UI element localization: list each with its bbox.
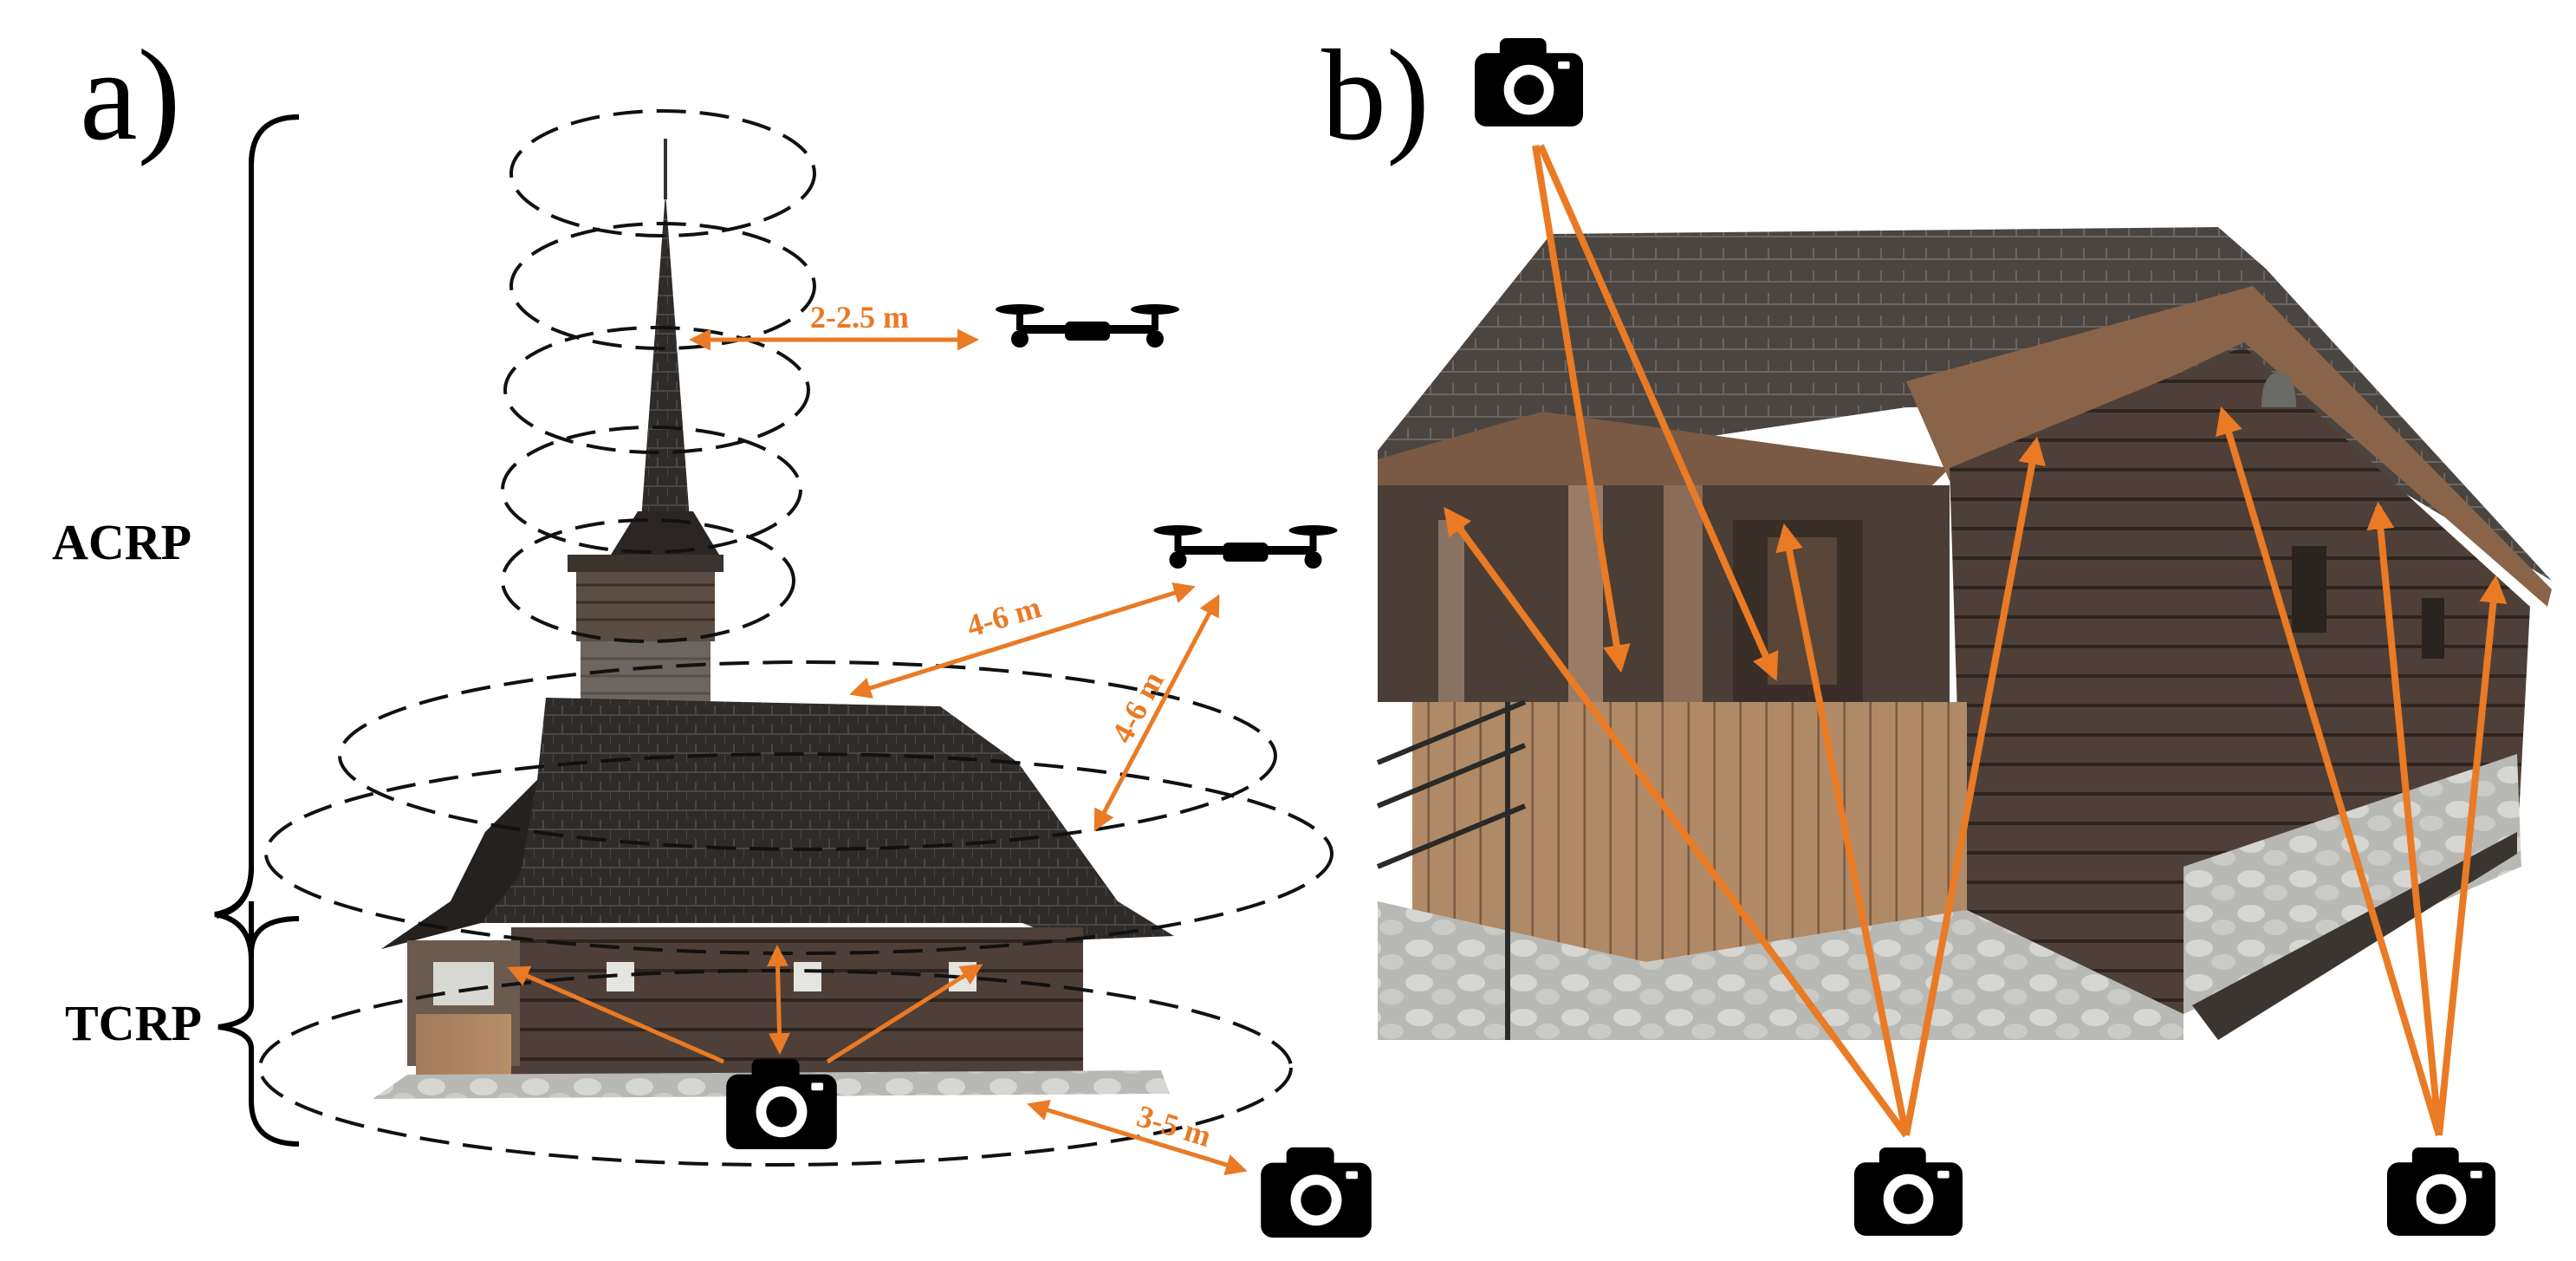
camera-icon — [1261, 1147, 1372, 1238]
orbit-spire-5 — [501, 518, 795, 643]
drone-icon — [1153, 525, 1338, 569]
orbit-roof-1 — [338, 660, 1277, 851]
arrow-cam-left — [507, 965, 725, 1064]
label-ground-distance: 3-5 m — [1133, 1098, 1216, 1154]
arrow-drone-roof-v — [1093, 594, 1220, 832]
panel-b-label: b) — [1321, 23, 1430, 167]
arrow-b-mid-1 — [1444, 506, 1910, 1138]
acrp-brace — [214, 114, 300, 961]
arrow-b-mid-2 — [1775, 523, 1910, 1136]
arrow-cam-right — [826, 964, 983, 1064]
arrow-b-right-3 — [2436, 575, 2508, 1136]
church-photo-b — [1376, 227, 2552, 1040]
drone-icon — [996, 304, 1179, 348]
orbit-roof-2 — [264, 752, 1333, 955]
arrow-b-right-1 — [2216, 406, 2443, 1137]
orbit-spire-2 — [509, 222, 816, 350]
panel-a: a) ACRP TCRP — [52, 23, 1372, 1238]
orbit-spire-4 — [501, 426, 802, 554]
camera-icon — [1854, 1147, 1963, 1236]
arrow-cam-up — [767, 945, 790, 1055]
arrow-b-right-2 — [2366, 501, 2443, 1136]
camera-icon — [2387, 1147, 2495, 1236]
tcrp-label: TCRP — [65, 995, 202, 1051]
arrow-ground-distance — [1027, 1099, 1248, 1176]
acrp-label: ACRP — [52, 514, 191, 570]
acrp-orbits — [264, 109, 1333, 955]
panel-a-label: a) — [80, 23, 181, 167]
acrp-brace-main — [216, 114, 300, 919]
tcrp-brace — [217, 916, 300, 1147]
camera-icon — [1475, 37, 1583, 127]
arrow-b-mid-3 — [1903, 436, 2047, 1136]
panel-b: b) — [1321, 23, 2552, 1236]
label-drone-spire: 2-2.5 m — [810, 300, 909, 335]
orbit-spire-3 — [503, 326, 810, 454]
arrow-b-top-2 — [1537, 144, 1779, 681]
church-photo-a — [373, 139, 1174, 1099]
orbit-spire-1 — [509, 109, 816, 237]
arrow-b-top-1 — [1532, 145, 1631, 673]
